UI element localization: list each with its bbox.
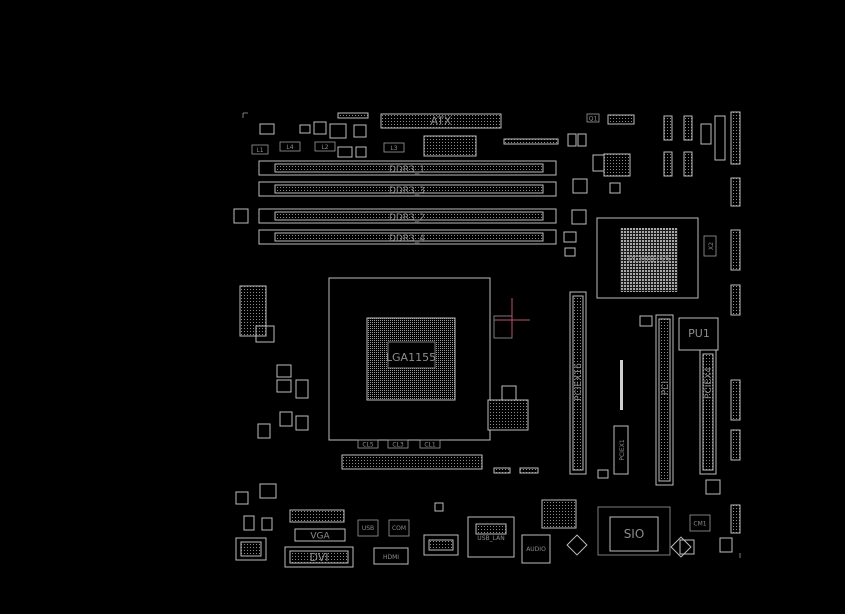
pciex16-slot[interactable]: PCIEX16: [569, 291, 587, 475]
q1-label: Q1: [589, 116, 598, 123]
ddr3-slot-1-label: DDR3_1: [389, 165, 425, 175]
serial-connector[interactable]: [423, 534, 459, 556]
ddr3-slot-2[interactable]: DDR3_2: [258, 208, 557, 224]
x2-label: X2: [708, 242, 715, 250]
pch-chip[interactable]: PCH8H55: [596, 217, 699, 299]
usb-label: USB: [362, 525, 374, 532]
right-edge-headers: [663, 111, 741, 534]
pciex4-slot-label: PCIEX4: [704, 367, 714, 399]
vga-port[interactable]: VGA: [294, 528, 346, 542]
small-labeled-parts: L4 L2 L3 L1 CL5 CL3 CL1 Q1 USB COM CM1: [251, 113, 711, 537]
l1-label: L1: [256, 147, 263, 154]
pciex16-slot-label: PCIEX16: [574, 363, 584, 401]
pciex1-slot[interactable]: PCIEX1: [613, 425, 629, 475]
hdmi-port[interactable]: HDMI: [373, 547, 409, 565]
l3-label: L3: [390, 145, 397, 152]
pu1-chip[interactable]: PU1: [678, 317, 719, 351]
ddr3-slot-1[interactable]: DDR3_1: [258, 160, 557, 176]
crystal-x2: X2: [703, 235, 717, 257]
pch-chip-label: PCH8H55: [628, 255, 670, 265]
crosshair-cursor-icon: [494, 298, 530, 338]
pci-slot[interactable]: PCI: [655, 314, 674, 486]
cpu-socket[interactable]: LGA1155: [328, 277, 491, 441]
usb-stack[interactable]: [235, 537, 267, 561]
atx-label: ATX: [431, 115, 452, 128]
ddr3-slot-3-label: DDR3_3: [389, 186, 425, 196]
cpu-socket-label: LGA1155: [386, 351, 436, 364]
cl3-label: CL3: [392, 442, 404, 449]
com-label: COM: [392, 525, 406, 532]
ddr3-slot-4[interactable]: DDR3_4: [258, 229, 557, 245]
cl1-label: CL1: [424, 442, 436, 449]
passive-components: [233, 112, 733, 558]
pciex1-slot-label: PCIEX1: [619, 439, 626, 460]
cl5-label: CL5: [362, 442, 374, 449]
vga-port-label: VGA: [310, 532, 330, 542]
usb-lan-port[interactable]: USB_LAN: [467, 516, 515, 558]
board-outline: [242, 112, 741, 558]
pu1-chip-label: PU1: [688, 327, 710, 340]
l2-label: L2: [321, 144, 328, 151]
pci-slot-label: PCI: [661, 381, 671, 395]
ddr3-slot-4-label: DDR3_4: [389, 234, 425, 244]
usb-lan-port-label: USB_LAN: [477, 535, 504, 542]
audio-jack[interactable]: AUDIO: [521, 534, 551, 564]
atx-power-connector[interactable]: ATX: [380, 113, 502, 129]
sio-chip-label: SIO: [624, 527, 645, 541]
pciex4-slot[interactable]: PCIEX4: [699, 349, 717, 475]
ddr3-slot-2-label: DDR3_2: [389, 213, 425, 223]
ddr3-slot-3[interactable]: DDR3_3: [258, 181, 557, 197]
hdmi-port-label: HDMI: [383, 554, 399, 561]
cm1-label: CM1: [693, 521, 706, 528]
dvi-port-label: DVI: [309, 551, 328, 564]
l4-label: L4: [286, 144, 293, 151]
audio-jack-label: AUDIO: [526, 546, 546, 553]
dvi-port[interactable]: DVI: [284, 546, 354, 568]
sio-chip[interactable]: SIO: [597, 506, 671, 556]
